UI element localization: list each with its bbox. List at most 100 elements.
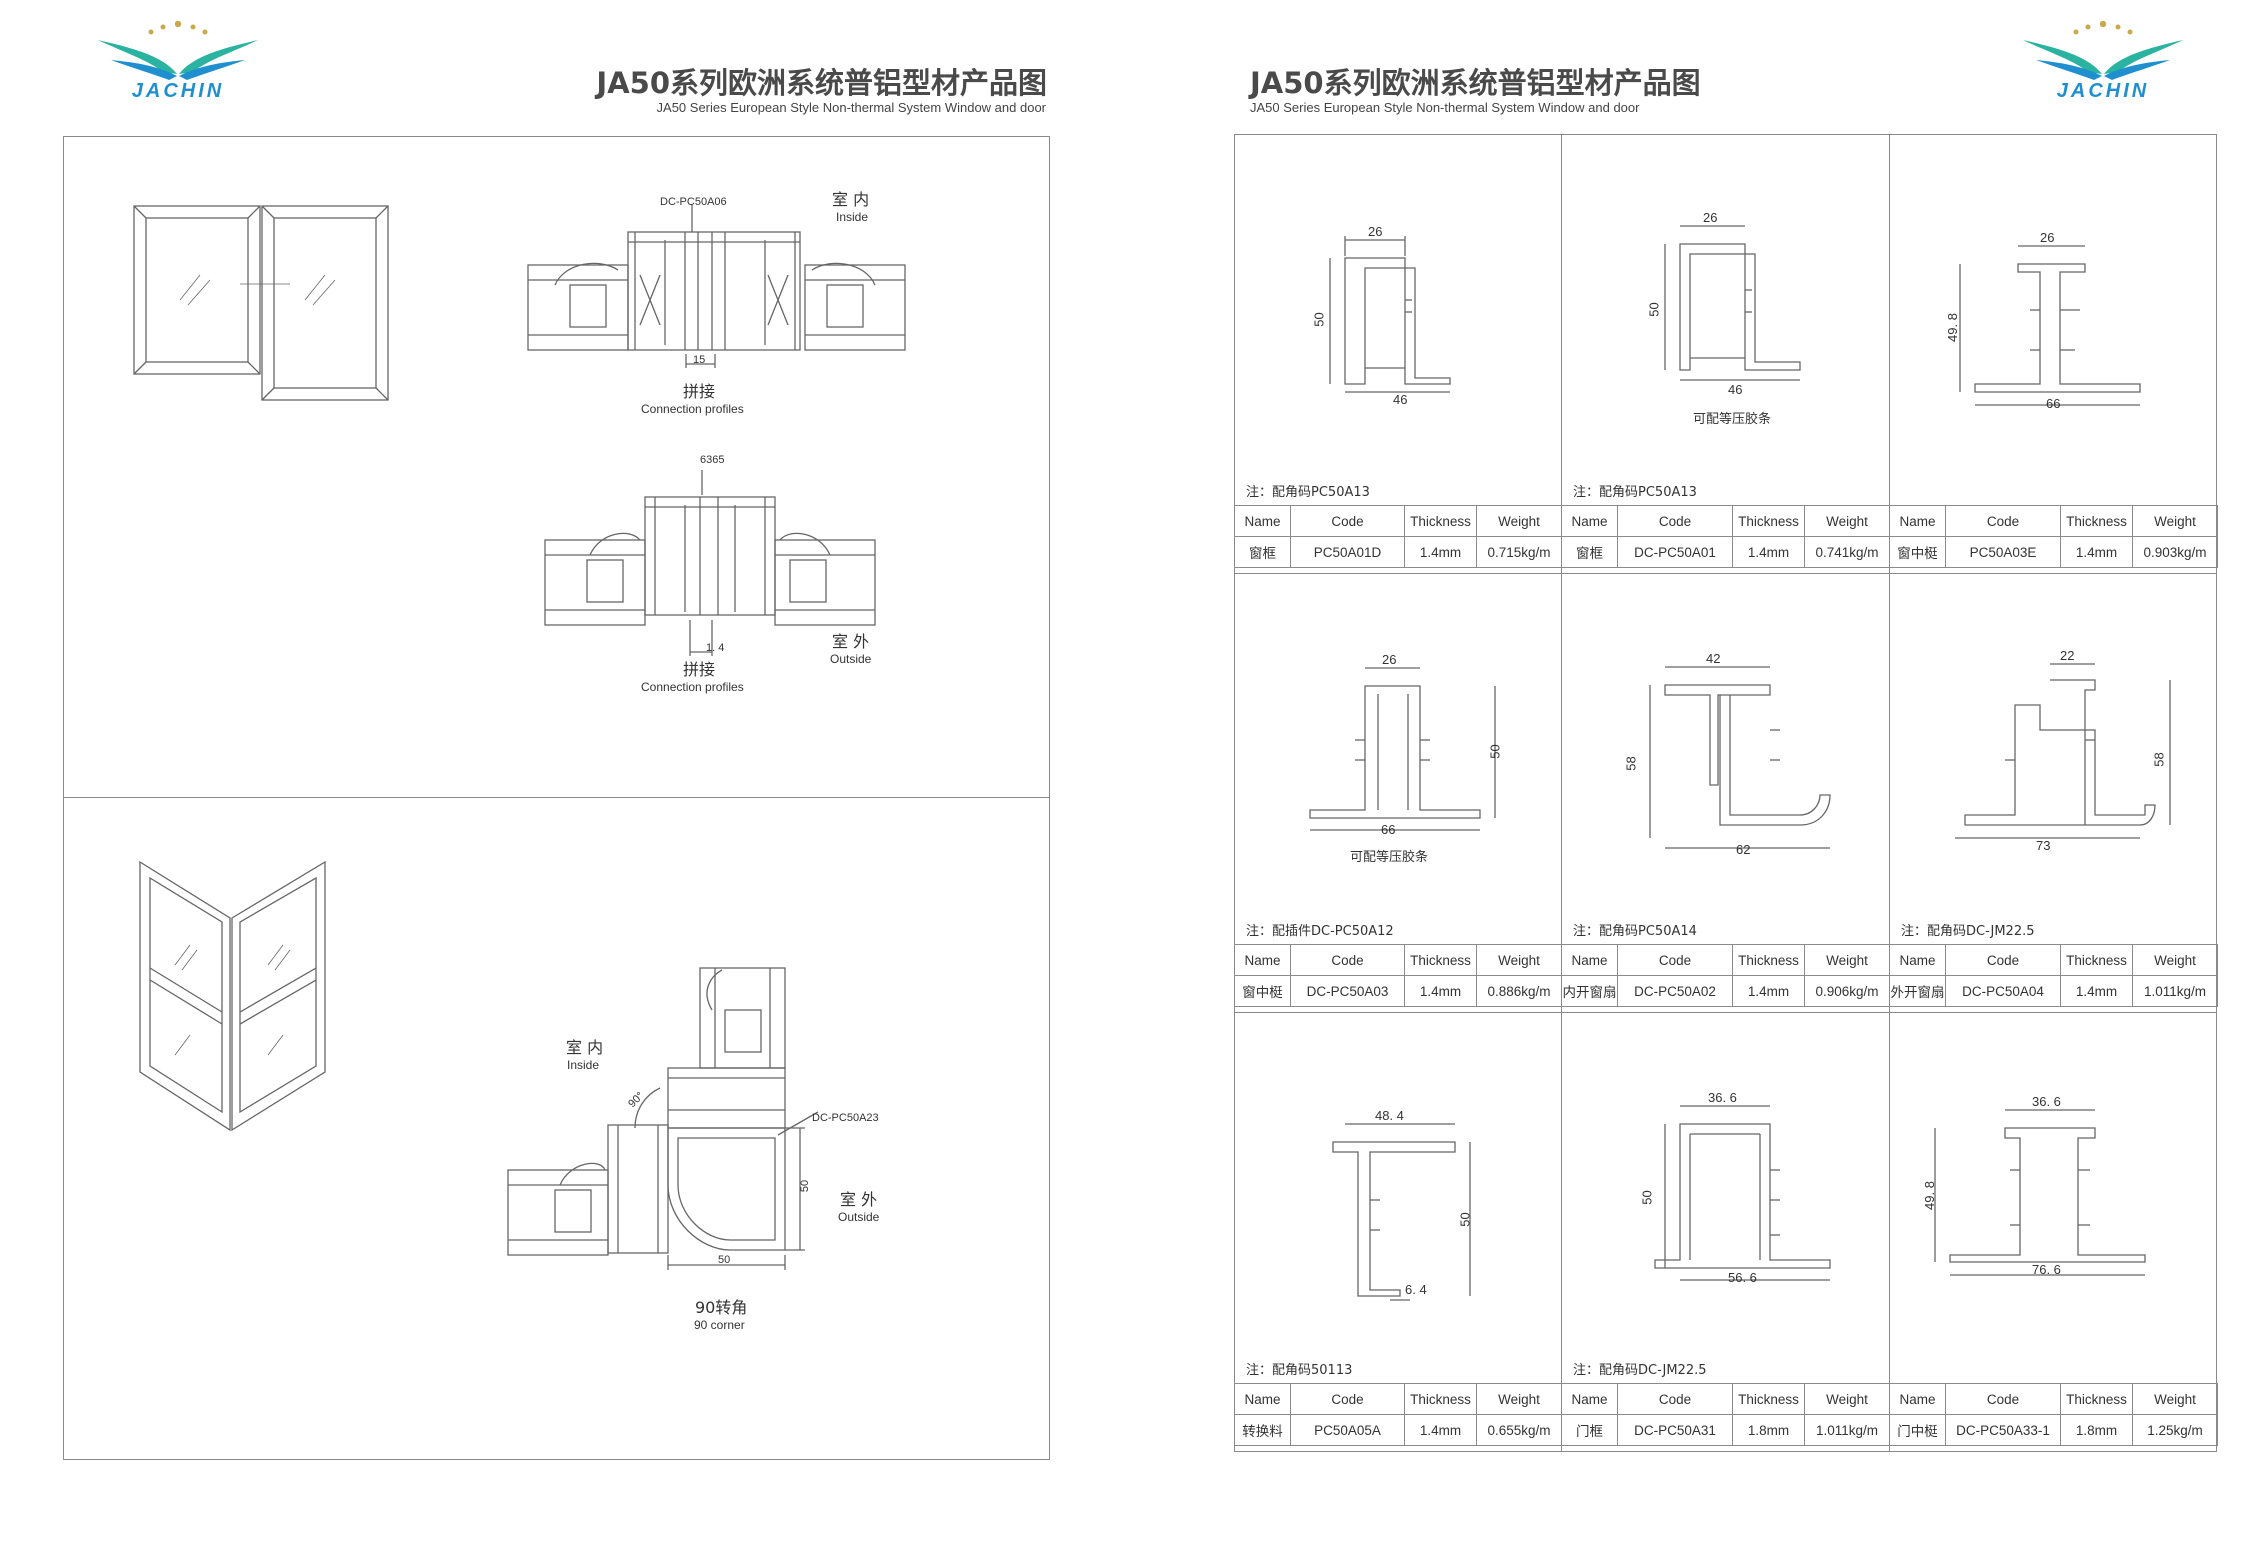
dimension-label: 26 xyxy=(1703,210,1718,225)
table-cell: 窗框 xyxy=(1561,536,1618,568)
joint1-label-cn: 拼接 xyxy=(683,382,716,401)
corner-outside-cn: 室 外 xyxy=(840,1190,878,1209)
dimension-label: 46 xyxy=(1393,392,1408,407)
table-cell: DC-PC50A04 xyxy=(1945,975,2061,1007)
dimension-label: 6. 4 xyxy=(1405,1282,1427,1297)
table-cell: 1.011kg/m xyxy=(2132,975,2218,1007)
table-header-cell: Code xyxy=(1290,505,1405,537)
dimension-label: 46 xyxy=(1728,382,1743,397)
table-header-cell: Name xyxy=(1234,1383,1291,1415)
table-header-cell: Thickness xyxy=(1732,944,1805,976)
table-header-cell: Code xyxy=(1617,944,1733,976)
table-header-cell: Code xyxy=(1945,505,2061,537)
table-header-cell: Thickness xyxy=(1404,944,1477,976)
dimension-label: 49. 8 xyxy=(1944,313,1960,342)
table-cell: 1.25kg/m xyxy=(2132,1414,2218,1446)
table-cell: 0.886kg/m xyxy=(1476,975,1562,1007)
dimension-label: 66 xyxy=(2046,396,2061,411)
table-cell: DC-PC50A02 xyxy=(1617,975,1733,1007)
table-cell: PC50A05A xyxy=(1290,1414,1405,1446)
row-divider xyxy=(1889,573,2217,574)
profile-note: 注：配角码50113 xyxy=(1246,1363,1353,1378)
joint2-label-en: Connection profiles xyxy=(641,680,744,694)
table-header-cell: Code xyxy=(1617,1383,1733,1415)
corner-inside-en: Inside xyxy=(567,1058,600,1072)
corner-caption-cn: 90转角 xyxy=(695,1298,748,1317)
table-cell: 1.4mm xyxy=(1404,975,1477,1007)
row-divider xyxy=(1561,1012,1889,1013)
dimension-label: 66 xyxy=(1381,822,1396,837)
table-cell: 外开窗扇 xyxy=(1889,975,1946,1007)
left-title-en: JA50 Series European Style Non-thermal S… xyxy=(656,100,1046,115)
profile-note: 注：配角码DC-JM22.5 xyxy=(1901,924,2035,939)
code-dc-pc50a23: DC-PC50A23 xyxy=(812,1112,879,1124)
outside-label-en: Outside xyxy=(830,652,872,666)
table-cell: PC50A03E xyxy=(1945,536,2061,568)
corner-dim-50-h: 50 xyxy=(718,1254,731,1266)
brand-name: JACHIN xyxy=(131,80,225,102)
table-header-cell: Code xyxy=(1945,1383,2061,1415)
table-cell: 窗中梃 xyxy=(1889,536,1946,568)
table-cell: 1.4mm xyxy=(2060,536,2133,568)
table-cell: 1.8mm xyxy=(1732,1414,1805,1446)
dimension-label: 26 xyxy=(2040,230,2055,245)
table-cell: 1.4mm xyxy=(1404,1414,1477,1446)
table-cell: DC-PC50A31 xyxy=(1617,1414,1733,1446)
dimension-label: 58 xyxy=(1623,756,1639,771)
profile-caption: 可配等压胶条 xyxy=(1693,412,1772,427)
table-header-cell: Code xyxy=(1290,944,1405,976)
col-divider-2 xyxy=(1889,134,1890,1452)
row-divider xyxy=(1234,573,1561,574)
joint2-label-cn: 拼接 xyxy=(683,660,716,679)
dim-1-4: 1. 4 xyxy=(706,642,725,654)
wings-icon xyxy=(98,20,258,80)
table-cell: 0.906kg/m xyxy=(1804,975,1890,1007)
table-cell: 1.4mm xyxy=(1404,536,1477,568)
dimension-label: 42 xyxy=(1706,651,1721,666)
table-header-cell: Name xyxy=(1561,944,1618,976)
table-cell: 转换料 xyxy=(1234,1414,1291,1446)
right-title-cn: JA50系列欧洲系统普铝型材产品图 xyxy=(1250,66,1701,100)
table-header-cell: Thickness xyxy=(2060,944,2133,976)
table-header-cell: Weight xyxy=(1476,944,1562,976)
col-divider-1 xyxy=(1561,134,1562,1452)
table-header-cell: Name xyxy=(1234,944,1291,976)
dimension-label: 73 xyxy=(2036,838,2051,853)
table-header-cell: Name xyxy=(1234,505,1291,537)
jachin-logo-left: JACHIN xyxy=(93,18,263,108)
dimension-label: 36. 6 xyxy=(2032,1094,2061,1109)
dimension-label: 62 xyxy=(1736,842,1751,857)
row-divider xyxy=(1234,1012,1561,1013)
profile-note: 注：配插件DC-PC50A12 xyxy=(1246,924,1394,939)
table-header-cell: Name xyxy=(1561,1383,1618,1415)
dimension-label: 50 xyxy=(1487,744,1503,759)
table-cell: 门中梃 xyxy=(1889,1414,1946,1446)
table-header-cell: Code xyxy=(1617,505,1733,537)
table-header-cell: Weight xyxy=(1804,944,1890,976)
table-header-cell: Name xyxy=(1561,505,1618,537)
profile-note: 注：配角码PC50A13 xyxy=(1246,485,1370,500)
profile-note: 注：配角码DC-JM22.5 xyxy=(1573,1363,1707,1378)
table-header-cell: Thickness xyxy=(1732,505,1805,537)
table-cell: 0.655kg/m xyxy=(1476,1414,1562,1446)
table-header-cell: Thickness xyxy=(1404,505,1477,537)
